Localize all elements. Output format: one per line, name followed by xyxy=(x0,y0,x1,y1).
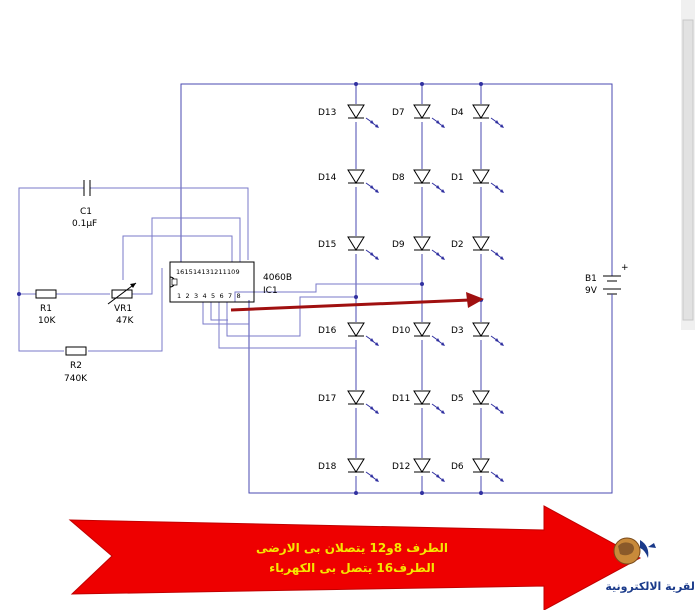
banner-line-2: الطرف16 يتصل بى الكهرباء xyxy=(269,561,435,575)
c1-value: 0.1µF xyxy=(72,219,97,229)
led-d18: D18 xyxy=(318,458,379,482)
led-label: D13 xyxy=(318,108,336,118)
ic1-pin-label: 5 xyxy=(211,292,215,300)
ic1-pin-label: 14 xyxy=(193,268,201,276)
led-label: D3 xyxy=(451,326,464,336)
ic1-pin-label: 11 xyxy=(219,268,227,276)
vr1-value: 47K xyxy=(116,316,134,326)
resistor-r2: R2 740K xyxy=(64,346,88,384)
led-d7: D7 xyxy=(392,104,445,128)
ic1-pin-label: 7 xyxy=(228,292,232,300)
led-label: D16 xyxy=(318,326,337,336)
led-label: D7 xyxy=(392,108,405,118)
banner-line-1: الطرف 8و12 يتصلان بى الارضى xyxy=(256,541,448,556)
vr1-label: VR1 xyxy=(114,304,132,314)
led-label: D4 xyxy=(451,108,464,118)
led-label: D9 xyxy=(392,240,405,250)
c1-label: C1 xyxy=(80,207,92,217)
ic1-pin-label: 2 xyxy=(186,292,190,300)
led-label: D5 xyxy=(451,394,464,404)
capacitor-c1: C1 0.1µF xyxy=(72,180,97,229)
led-label: D6 xyxy=(451,462,464,472)
led-d4: D4 xyxy=(451,104,504,128)
led-label: D10 xyxy=(392,326,411,336)
logo-text: القرية الالكترونية xyxy=(605,580,695,593)
led-d17: D17 xyxy=(318,390,379,414)
led-label: D2 xyxy=(451,240,464,250)
ic1-label: IC1 xyxy=(263,286,278,296)
led-label: D14 xyxy=(318,173,337,183)
led-d14: D14 xyxy=(318,169,379,193)
ic1-pin-label: 3 xyxy=(194,292,198,300)
led-d6: D6 xyxy=(451,458,504,482)
ic1-pin-label: 10 xyxy=(227,268,235,276)
ic1-pin-label: 9 xyxy=(236,268,240,276)
ic1-pin-label: 1 xyxy=(177,292,181,300)
led-label: D1 xyxy=(451,173,464,183)
led-label: D8 xyxy=(392,173,405,183)
r1-label: R1 xyxy=(40,304,52,314)
banner-arrow: الطرف 8و12 يتصلان بى الارضى الطرف16 يتصل… xyxy=(68,505,642,611)
ic1-pin-label: 16 xyxy=(176,268,184,276)
led-label: D17 xyxy=(318,394,336,404)
led-d3: D3 xyxy=(451,322,504,346)
led-d13: D13 xyxy=(318,104,379,128)
led-d16: D16 xyxy=(318,322,379,346)
led-label: D15 xyxy=(318,240,336,250)
r2-value: 740K xyxy=(64,374,88,384)
scrollbar-thumb[interactable] xyxy=(682,19,694,321)
led-d11: D11 xyxy=(392,390,445,414)
ic1-pin-label: 4 xyxy=(203,292,207,300)
led-d1: D1 xyxy=(451,169,504,193)
led-d15: D15 xyxy=(318,236,379,260)
led-d8: D8 xyxy=(392,169,445,193)
ic1-pin-label: 6 xyxy=(220,292,224,300)
battery-b1: + B1 9V xyxy=(585,262,629,310)
r2-label: R2 xyxy=(70,361,82,371)
ic1-pin-label: 12 xyxy=(210,268,218,276)
resistor-r1: R1 10K xyxy=(35,289,57,326)
led-d12: D12 xyxy=(392,458,445,482)
ic1-pin-label: 15 xyxy=(185,268,193,276)
potentiometer-vr1: VR1 47K xyxy=(107,282,137,326)
b1-label: B1 xyxy=(585,274,597,284)
svg-text:+: + xyxy=(621,263,629,273)
led-d9: D9 xyxy=(392,236,445,260)
site-logo: القرية الالكترونية xyxy=(605,537,695,593)
led-d5: D5 xyxy=(451,390,504,414)
led-d10: D10 xyxy=(392,322,445,346)
led-d2: D2 xyxy=(451,236,504,260)
led-label: D18 xyxy=(318,462,337,472)
b1-value: 9V xyxy=(585,286,598,296)
ic1-pin-label: 13 xyxy=(202,268,210,276)
junctions xyxy=(17,82,483,495)
oscillator-wires xyxy=(18,187,422,352)
ic1-pin-label: 8 xyxy=(237,292,241,300)
ic1-part-number: 4060B xyxy=(263,273,292,283)
pointer-arrow xyxy=(230,292,484,312)
r1-value: 10K xyxy=(38,316,56,326)
led-label: D11 xyxy=(392,394,410,404)
led-label: D12 xyxy=(392,462,410,472)
supply-wires xyxy=(180,83,613,494)
